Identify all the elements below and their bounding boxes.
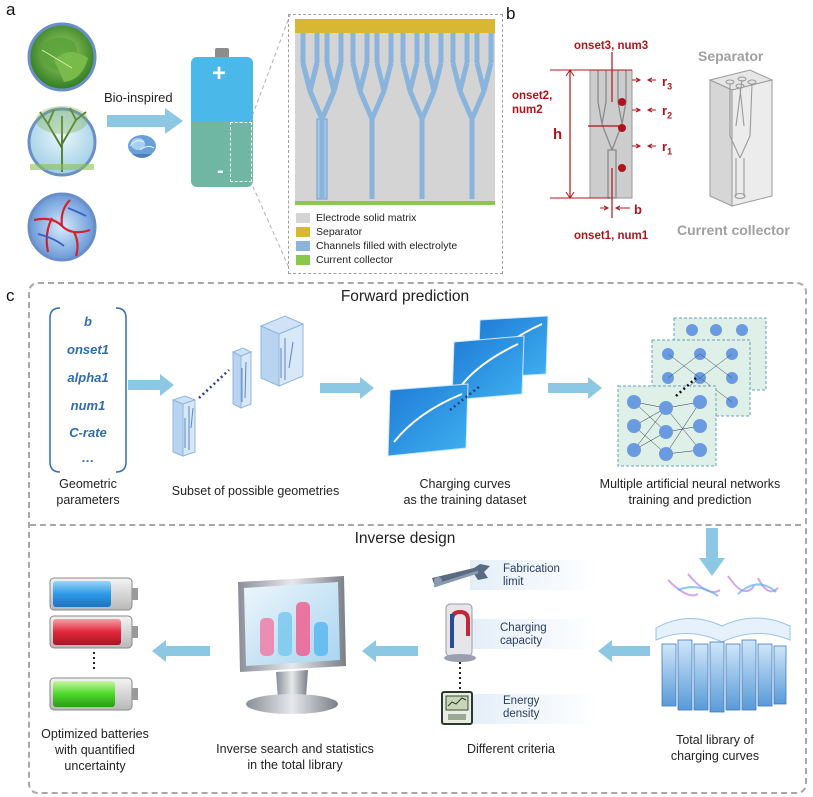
criterion-fabrication-box: [470, 560, 598, 590]
electrode-zoom-box: [288, 14, 503, 274]
bio-arrow: [107, 108, 183, 134]
arrow-ann-to-library: [699, 528, 725, 576]
parameter-brackets: [49, 307, 127, 473]
ann-card-front: [617, 385, 717, 467]
arrow-params-to-geometries: [128, 374, 174, 396]
channel-tree-2: [350, 33, 394, 199]
legend-current-collector: Current collector: [296, 254, 393, 266]
arrow-criteria-to-search: [362, 640, 418, 662]
battery-blue: [49, 577, 138, 611]
criteria-dots: [459, 662, 461, 692]
optimized-caption-3: uncertainty: [64, 759, 126, 773]
geometry-box-medium: [231, 347, 253, 409]
different-criteria-caption: Different criteria: [467, 742, 555, 756]
optimized-caption-2: with quantified: [55, 743, 135, 757]
param-b: b: [84, 314, 92, 329]
battery-terminal: [215, 48, 229, 58]
legend-electrode: Electrode solid matrix: [296, 212, 416, 224]
label-onset1: onset1, num1: [574, 230, 649, 242]
energy-meter-icon: [441, 691, 473, 725]
library-book-image: [655, 573, 791, 713]
charging-curves-caption-2: as the training dataset: [403, 493, 527, 507]
label-r3: r3: [662, 74, 673, 92]
curve-screen-front: [387, 383, 469, 457]
label-separator-3d: Separator: [698, 48, 764, 64]
charging-curves-caption-1: Charging curves: [419, 477, 511, 491]
legend-separator: Separator: [296, 226, 362, 238]
criterion-energy-box: [470, 694, 598, 724]
subset-geometries-caption: Subset of possible geometries: [171, 484, 340, 498]
battery-negative-half: [191, 121, 253, 187]
inverse-design-title: Inverse design: [354, 530, 456, 547]
geometric-parameters-caption-1: Geometric: [59, 477, 117, 491]
tree-image: [27, 106, 97, 177]
bio-inspiration-images: [27, 22, 97, 262]
legend-channels: Channels filled with electrolyte: [296, 240, 457, 252]
leaf-image: [27, 22, 97, 92]
battery-green: [49, 677, 138, 711]
geometric-parameters-caption-2: parameters: [56, 493, 120, 507]
panel-letter-c: c: [6, 286, 15, 305]
geometry-subset-image: [171, 315, 305, 457]
charging-curves-image: [387, 315, 549, 457]
label-r1: r1: [662, 139, 673, 157]
channel-tree-3: [400, 33, 444, 199]
unit-cell-schematic: [550, 52, 656, 218]
battery-plus-sign: +: [212, 60, 227, 87]
panel-c-frame: [28, 282, 807, 794]
label-r2: r2: [662, 103, 673, 121]
param-ellipsis: …: [81, 450, 95, 465]
panel-letter-b: b: [506, 4, 516, 23]
panel-letter-a: a: [6, 0, 16, 19]
arrow-curves-to-ann: [548, 377, 602, 399]
geometry-box-small: [171, 395, 197, 457]
arrow-geometries-to-curves: [320, 377, 374, 399]
search-monitor-image: [238, 576, 346, 714]
criterion-capacity-box: [470, 619, 598, 649]
brain-icon: [128, 135, 156, 158]
arrow-library-to-criteria: [598, 640, 650, 662]
label-h: h: [553, 126, 563, 143]
geometry-box-large: [259, 315, 305, 387]
bio-inspired-label: Bio-inspired: [104, 90, 173, 105]
channel-tree-4: [450, 33, 494, 199]
zoom-lines: [249, 14, 291, 271]
electrode-cross-section: [295, 19, 495, 205]
label-onset3: onset3, num3: [574, 40, 649, 52]
battery-zoom-region: [230, 122, 252, 182]
label-b: b: [634, 202, 642, 217]
library-caption-2: charging curves: [670, 749, 760, 763]
forward-prediction-title: Forward prediction: [340, 288, 470, 305]
param-num1: num1: [70, 398, 106, 413]
curve-screen-middle: [451, 335, 525, 401]
param-onset1: onset1: [67, 342, 109, 357]
blood-vessel-image: [27, 192, 97, 262]
label-onset2-line1: onset2,: [512, 90, 553, 102]
battery-minus-sign: -: [217, 160, 224, 182]
arrow-search-to-batteries: [152, 640, 210, 662]
neural-networks-image: [617, 317, 767, 467]
channel-tree-1: [300, 33, 344, 199]
optimized-caption-1: Optimized batteries: [41, 727, 149, 741]
label-current-collector-3d: Current collector: [677, 222, 790, 238]
inverse-search-caption-2: in the total library: [247, 758, 343, 772]
panel-c-divider: [30, 524, 801, 526]
label-onset2-line2: num2: [512, 104, 543, 116]
battery-positive-half: [191, 57, 253, 121]
battery-red: [49, 615, 138, 649]
param-alpha1: alpha1: [67, 370, 109, 385]
optimized-batteries-image: [49, 577, 138, 711]
library-caption-1: Total library of: [676, 733, 754, 747]
wrench-icon: [432, 564, 490, 588]
unit-cell-3d-model: [708, 69, 774, 207]
capacity-device-icon: [444, 603, 476, 662]
param-c-rate: C-rate: [69, 425, 107, 440]
ann-caption-1: Multiple artificial neural networks: [599, 477, 781, 491]
ann-caption-2: training and prediction: [628, 493, 752, 507]
inverse-search-caption-1: Inverse search and statistics: [216, 742, 374, 756]
